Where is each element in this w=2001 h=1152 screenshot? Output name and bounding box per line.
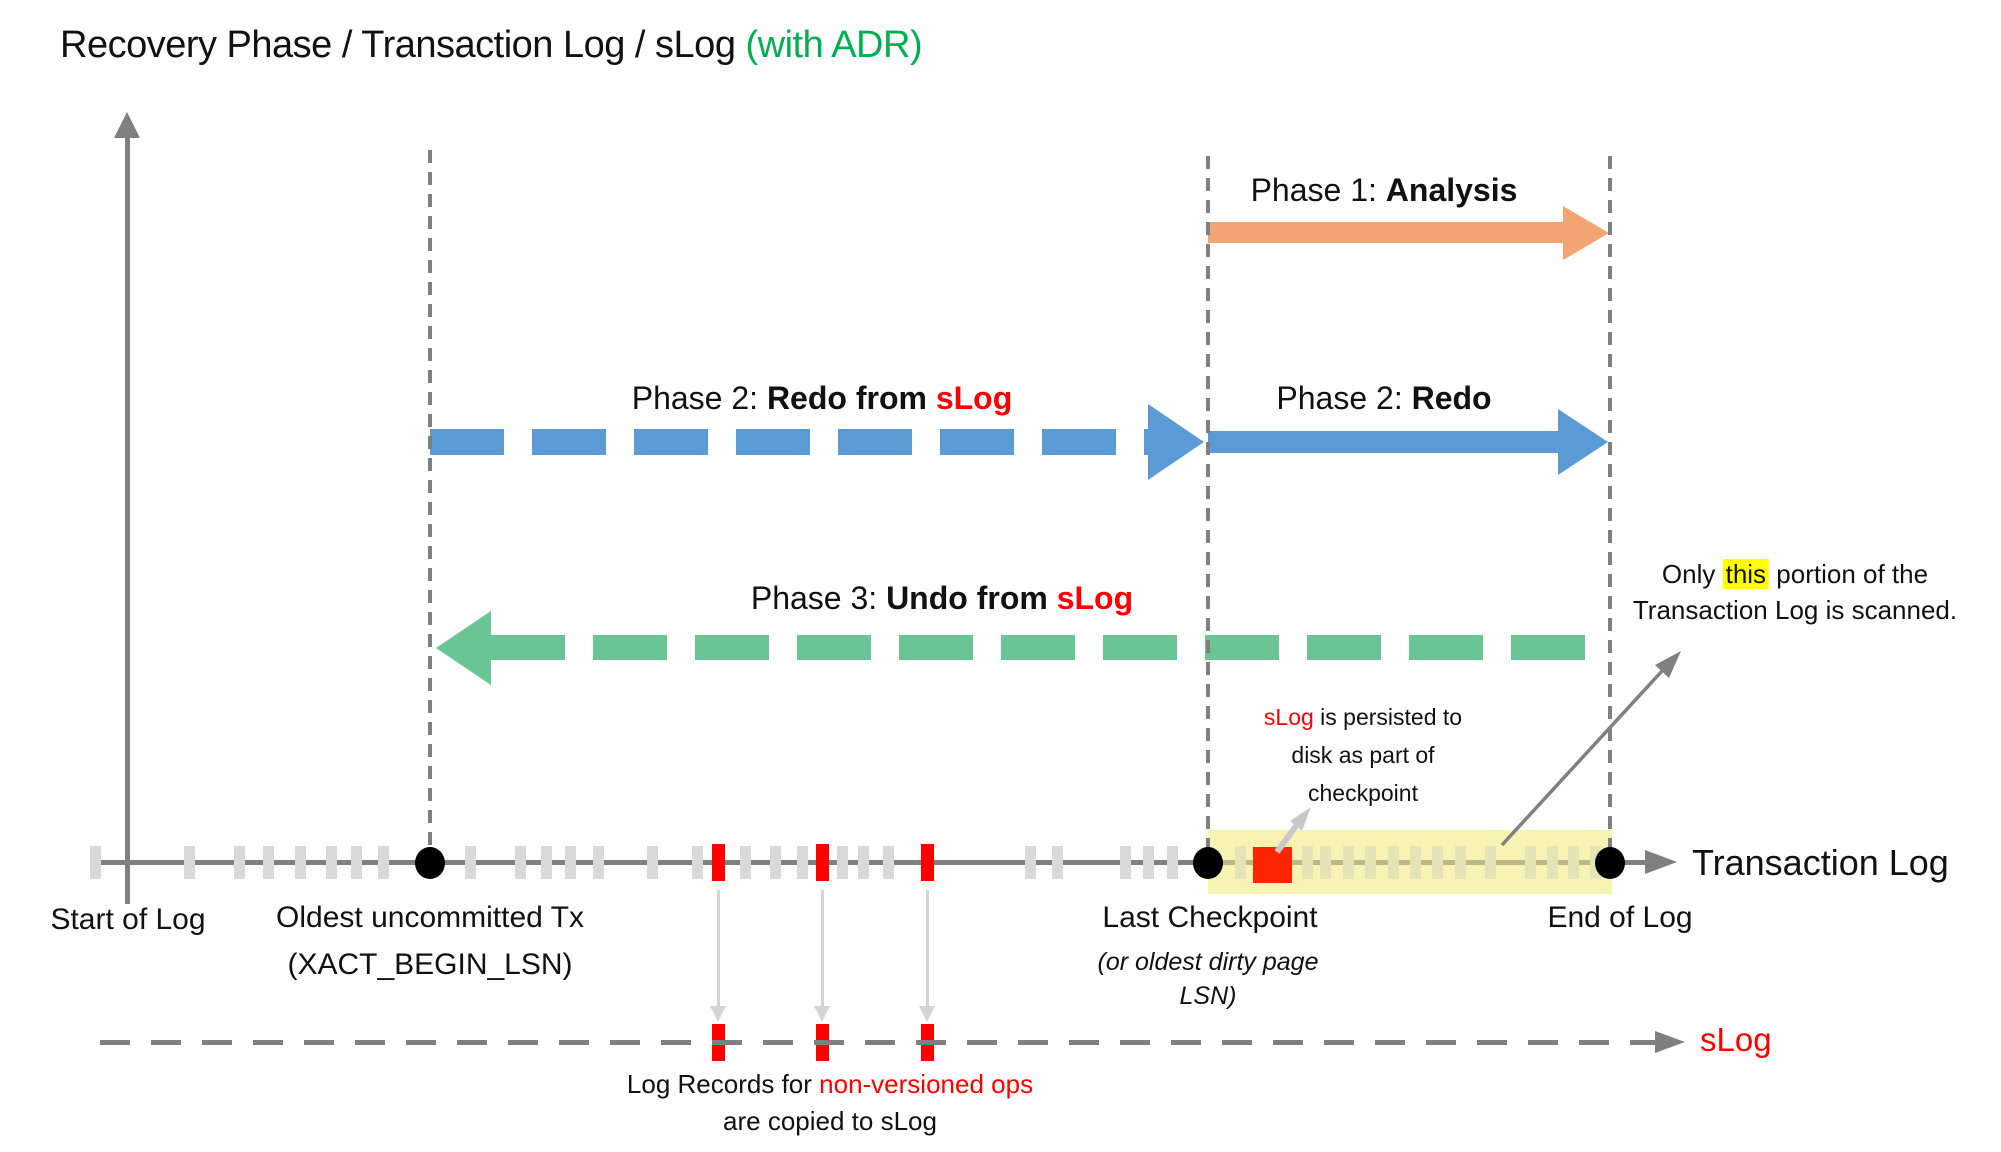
log-tick bbox=[89, 846, 101, 879]
copy-connector-arrowhead-icon bbox=[919, 1006, 935, 1022]
end-of-log-dot bbox=[1595, 847, 1625, 879]
copy-note-red: non-versioned ops bbox=[819, 1069, 1034, 1099]
slog-note-red: sLog bbox=[1263, 704, 1314, 730]
log-tick bbox=[739, 846, 751, 879]
log-tick bbox=[294, 846, 306, 879]
log-tick bbox=[1166, 846, 1178, 879]
undo-from-slog-arrow bbox=[491, 635, 1608, 660]
phase2-slog-red: sLog bbox=[935, 380, 1013, 416]
phase1-label: Phase 1: Analysis bbox=[1251, 172, 1518, 209]
analysis-arrow bbox=[1208, 222, 1564, 243]
last-checkpoint-dot bbox=[1193, 847, 1223, 879]
slog-persisted-square bbox=[1253, 847, 1292, 883]
title-adr-accent: (with ADR) bbox=[745, 24, 923, 66]
phase2-name: Redo bbox=[1411, 380, 1492, 416]
log-tick bbox=[691, 846, 703, 879]
transaction-log-axis-label: Transaction Log bbox=[1692, 842, 1949, 883]
log-tick bbox=[1051, 846, 1063, 879]
redo-arrow bbox=[1208, 431, 1558, 453]
log-tick bbox=[514, 846, 526, 879]
copy-connector-arrowhead-icon bbox=[710, 1006, 726, 1022]
log-tick bbox=[646, 846, 658, 879]
scanned-note-arrow bbox=[1500, 669, 1664, 847]
scan-note-line2: Transaction Log is scanned. bbox=[1632, 595, 1958, 625]
page-title: Recovery Phase / Transaction Log / sLog … bbox=[60, 24, 923, 67]
scan-note-pre: Only bbox=[1661, 559, 1723, 589]
oldest-tx-dot bbox=[415, 847, 445, 879]
log-tick bbox=[183, 846, 195, 879]
log-tick bbox=[564, 846, 576, 879]
copy-note-line2: are copied to sLog bbox=[723, 1106, 937, 1136]
log-tick bbox=[857, 846, 869, 879]
phase2-prefix: Phase 2: bbox=[1276, 380, 1412, 416]
copy-note-pre: Log Records for bbox=[626, 1069, 820, 1099]
slog-note-line1: is persisted to bbox=[1313, 704, 1463, 730]
slog-axis bbox=[100, 1040, 1655, 1045]
redo-from-slog-arrowhead-icon bbox=[1148, 404, 1204, 480]
log-tick bbox=[882, 846, 894, 879]
log-tick bbox=[464, 846, 476, 879]
transaction-log-axis bbox=[100, 860, 1645, 865]
phase3-name: Undo from bbox=[886, 580, 1057, 616]
log-tick bbox=[262, 846, 274, 879]
copy-to-slog-note: Log Records for non-versioned ops are co… bbox=[627, 1066, 1033, 1140]
log-tick bbox=[540, 846, 552, 879]
log-tick bbox=[769, 846, 781, 879]
guide-oldest-uncommitted-tx bbox=[428, 150, 432, 863]
nonversioned-log-tick bbox=[711, 844, 725, 881]
scan-note-post: portion of the bbox=[1769, 559, 1929, 589]
redo-from-slog-arrow bbox=[430, 429, 1148, 455]
vertical-axis-arrowhead-icon bbox=[114, 112, 140, 138]
last-checkpoint-label: Last Checkpoint bbox=[1102, 901, 1318, 934]
checkpoint-sublabel-1: (or oldest dirty page bbox=[1097, 948, 1319, 976]
guide-end-of-log bbox=[1608, 156, 1612, 863]
phase2-slog-prefix: Phase 2: bbox=[631, 380, 767, 416]
scanned-note-arrowhead-icon bbox=[1655, 651, 1681, 678]
title-main: Recovery Phase / Transaction Log / sLog bbox=[60, 24, 746, 66]
phase3-label: Phase 3: Undo from sLog bbox=[751, 580, 1133, 617]
vertical-axis bbox=[125, 134, 130, 904]
log-tick bbox=[796, 846, 808, 879]
slog-note-line2: disk as part of bbox=[1291, 742, 1435, 768]
slog-axis-label: sLog bbox=[1700, 1021, 1772, 1058]
slog-arrowhead-icon bbox=[1655, 1031, 1685, 1053]
redo-arrowhead-icon bbox=[1558, 409, 1608, 475]
copy-connector-arrow bbox=[925, 890, 929, 1008]
oldest-tx-label: Oldest uncommitted Tx bbox=[276, 901, 584, 934]
phase2-slog-label: Phase 2: Redo from sLog bbox=[632, 380, 1013, 417]
phase2-label: Phase 2: Redo bbox=[1276, 380, 1491, 417]
log-tick bbox=[350, 846, 362, 879]
slog-persist-note: sLog is persisted to disk as part of che… bbox=[1264, 698, 1462, 812]
phase2-slog-name: Redo from bbox=[766, 380, 936, 416]
start-of-log-label: Start of Log bbox=[50, 903, 206, 936]
analysis-arrowhead-icon bbox=[1563, 206, 1609, 260]
oldest-tx-sublabel: (XACT_BEGIN_LSN) bbox=[287, 948, 573, 981]
phase3-red: sLog bbox=[1056, 580, 1134, 616]
nonversioned-log-tick bbox=[815, 844, 829, 881]
scanned-portion-note: Only this portion of the Transaction Log… bbox=[1633, 556, 1957, 628]
checkpoint-sublabel-2: LSN) bbox=[1179, 982, 1237, 1010]
slog-note-line3: checkpoint bbox=[1308, 780, 1418, 806]
phase1-name: Analysis bbox=[1385, 172, 1518, 208]
log-tick bbox=[325, 846, 337, 879]
copy-connector-arrowhead-icon bbox=[814, 1006, 830, 1022]
log-tick bbox=[1119, 846, 1131, 879]
copy-connector-arrow bbox=[716, 890, 720, 1008]
guide-last-checkpoint bbox=[1206, 156, 1210, 863]
phase1-prefix: Phase 1: bbox=[1250, 172, 1386, 208]
log-tick bbox=[1024, 846, 1036, 879]
scan-note-highlight: this bbox=[1722, 559, 1770, 589]
log-tick bbox=[1142, 846, 1154, 879]
undo-arrowhead-icon bbox=[436, 611, 491, 685]
nonversioned-log-tick bbox=[920, 844, 934, 881]
log-tick bbox=[377, 846, 389, 879]
end-of-log-label: End of Log bbox=[1547, 901, 1693, 934]
log-tick bbox=[592, 846, 604, 879]
log-tick bbox=[233, 846, 245, 879]
phase3-prefix: Phase 3: bbox=[750, 580, 887, 616]
copy-connector-arrow bbox=[820, 890, 824, 1008]
transaction-log-arrowhead-icon bbox=[1645, 850, 1677, 874]
log-tick bbox=[836, 846, 848, 879]
